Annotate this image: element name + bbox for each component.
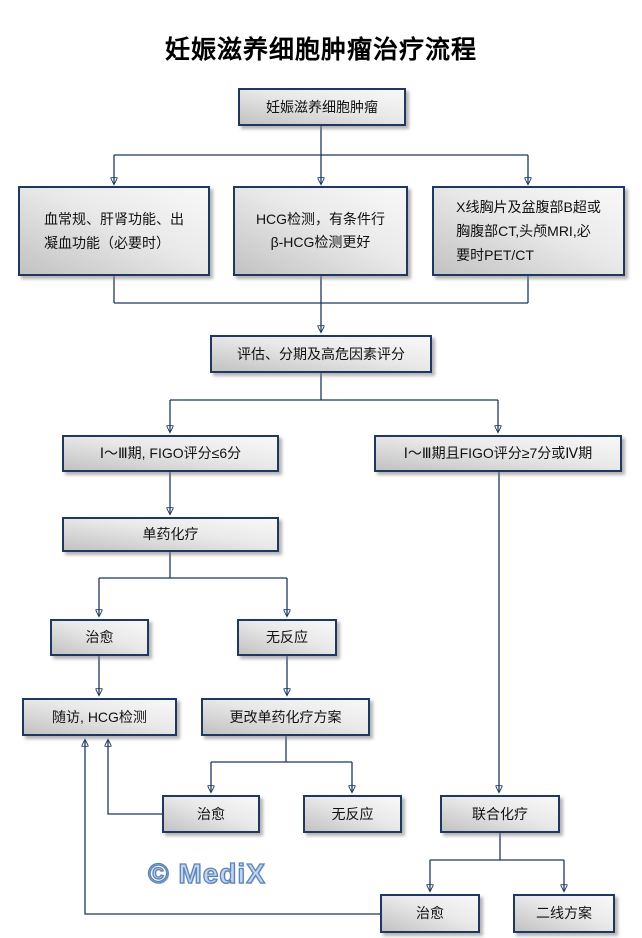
flow-node-single-agent-chemo: 单药化疗 [62,517,279,552]
connector-feedback-cured-2-to-followup [108,740,162,815]
flow-node-combination-chemo: 联合化疗 [440,795,560,833]
page-title: 妊娠滋养细胞肿瘤治疗流程 [164,36,477,64]
flow-node-no-response-2-label: 无反应 [331,805,374,822]
flow-node-hcg-test: HCG检测，有条件行 β-HCG检测更好 [233,186,408,276]
flow-node-low-risk: Ⅰ～Ⅲ期, FIGO评分≤6分 [62,435,279,472]
connector-feedback-cured-3-to-followup [85,740,380,915]
flow-node-combination-chemo-label: 联合化疗 [472,805,528,822]
flow-node-high-risk: Ⅰ～Ⅲ期且FIGO评分≥7分或Ⅳ期 [374,435,622,472]
flow-node-assessment-label: 评估、分期及高危因素评分 [237,345,405,362]
flow-node-followup: 随访, HCG检测 [22,698,177,736]
flow-node-no-response-1: 无反应 [237,619,337,656]
flow-node-cured-3-label: 治愈 [416,905,444,921]
flow-node-imaging-label: X线胸片及盆腹部B超或 胸腹部CT,头颅MRI,必 要时PET/CT [456,199,601,263]
flow-node-assessment: 评估、分期及高危因素评分 [210,335,432,373]
flow-node-change-regimen: 更改单药化疗方案 [201,698,370,736]
flow-node-cured-1-label: 治愈 [85,629,114,645]
flow-node-blood-tests-label: 血常规、肝肾功能、出 凝血功能（必要时） [44,211,184,251]
flow-node-second-line-label: 二线方案 [536,905,592,921]
flow-node-no-response-1-label: 无反应 [266,629,308,645]
flow-node-cured-2-label: 治愈 [197,805,225,822]
flow-node-low-risk-label: Ⅰ～Ⅲ期, FIGO评分≤6分 [99,445,242,461]
flow-node-second-line: 二线方案 [513,894,615,933]
flow-node-root: 妊娠滋养细胞肿瘤 [238,88,406,126]
flow-node-imaging: X线胸片及盆腹部B超或 胸腹部CT,头颅MRI,必 要时PET/CT [432,186,625,276]
watermark: © MediX [147,857,266,889]
flow-node-cured-2: 治愈 [162,795,260,833]
flow-node-cured-3: 治愈 [380,894,480,933]
flow-node-hcg-test-label: HCG检测，有条件行 β-HCG检测更好 [255,211,386,250]
flow-node-followup-label: 随访, HCG检测 [52,708,147,725]
flow-node-single-agent-chemo-label: 单药化疗 [142,526,199,542]
flow-node-no-response-2: 无反应 [303,795,402,833]
flow-node-blood-tests: 血常规、肝肾功能、出 凝血功能（必要时） [18,186,210,276]
flow-node-change-regimen-label: 更改单药化疗方案 [229,708,342,725]
flow-node-root-label: 妊娠滋养细胞肿瘤 [266,98,378,115]
flow-node-high-risk-label: Ⅰ～Ⅲ期且FIGO评分≥7分或Ⅳ期 [403,445,593,461]
flow-node-cured-1: 治愈 [50,619,149,656]
